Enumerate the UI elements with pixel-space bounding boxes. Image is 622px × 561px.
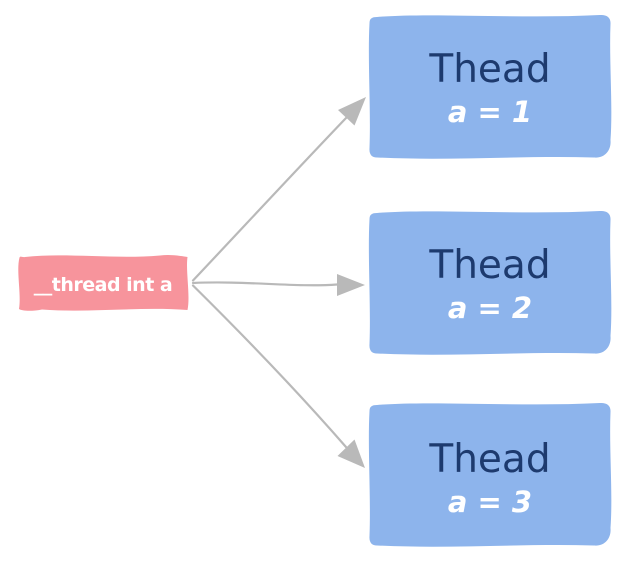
arrow-head-2 [337,274,365,296]
thread-title-1: Thead [428,47,550,92]
thread-value-1: a = 1 [448,95,532,129]
arrow-source-to-thread-1 [191,97,366,282]
arrow-line-2 [191,281,339,287]
thread-node-2: Thead a = 2 [368,210,612,355]
source-node: __thread int a [18,255,189,311]
arrow-head-1 [338,97,366,126]
thread-node-1: Thead a = 1 [368,14,612,159]
thread-node-shape-2 [368,210,612,355]
thread-value-2: a = 2 [448,291,532,325]
thread-title-2: Thead [428,243,550,288]
thread-value-3: a = 3 [448,485,532,519]
source-node-shape [18,255,189,311]
thread-node-shape-1 [368,14,612,159]
source-node-label: __thread int a [34,274,172,296]
arrow-source-to-thread-3 [191,284,365,468]
arrow-line-1 [191,115,349,282]
arrow-head-3 [337,439,365,468]
thread-node-3: Thead a = 3 [368,402,612,547]
arrow-line-3 [191,284,348,449]
thread-title-3: Thead [428,437,550,482]
arrow-source-to-thread-2 [191,274,365,296]
thread-node-shape-3 [368,402,612,547]
